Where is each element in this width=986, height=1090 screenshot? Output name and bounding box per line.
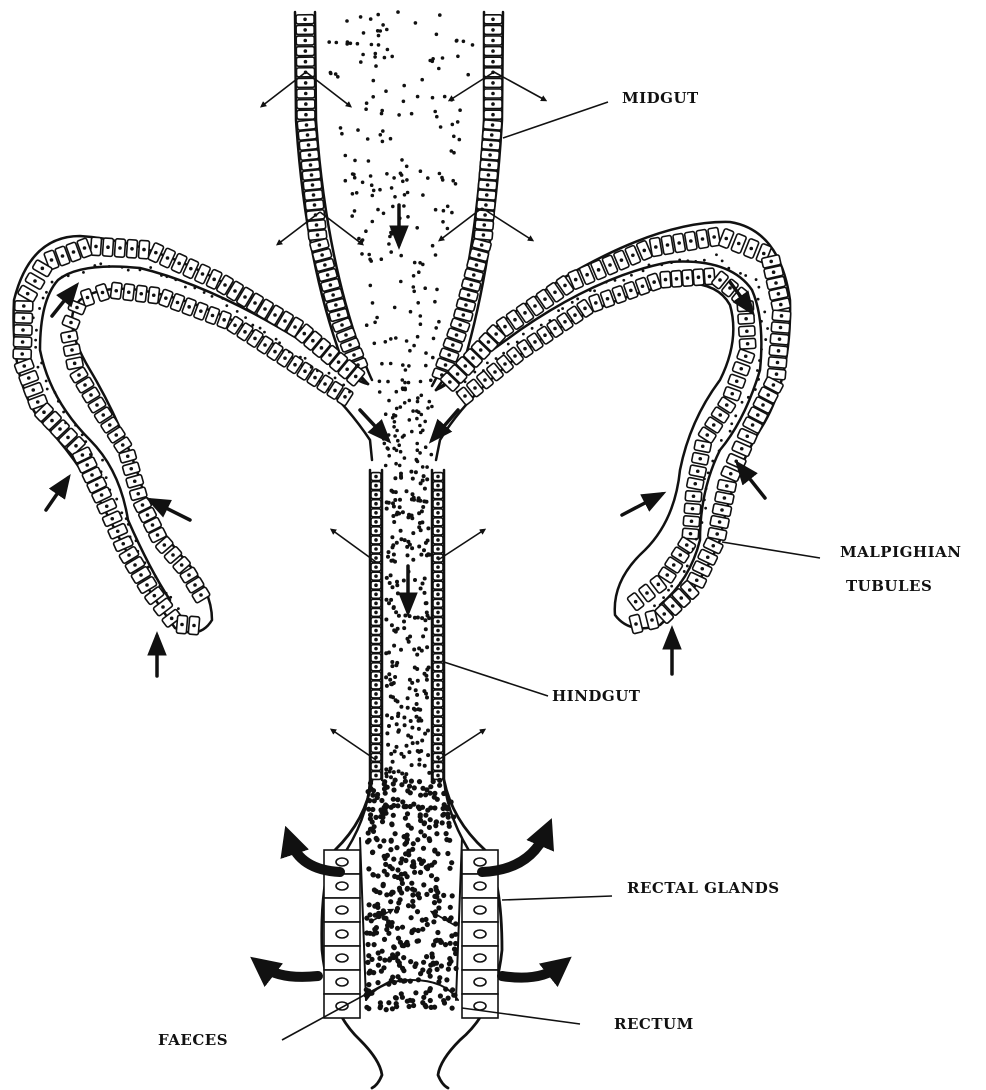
flow-arrow-left-junction <box>360 410 388 440</box>
flow-arrow-right-junction <box>432 410 458 440</box>
midgut <box>295 12 503 390</box>
malpighian-tubule-right <box>436 222 791 634</box>
label-faeces: FAECES <box>158 1028 228 1052</box>
leader-malpighian <box>722 542 820 558</box>
label-rectum: RECTUM <box>614 1012 694 1036</box>
malpighian-tubule-right-epithelium <box>440 227 791 634</box>
midgut-epithelium <box>296 15 502 383</box>
label-malpighian-line1: MALPIGHIAN <box>840 540 961 564</box>
label-rectal-glands: RECTAL GLANDS <box>627 876 780 900</box>
label-malpighian-line2: TUBULES <box>846 574 932 598</box>
label-midgut: MIDGUT <box>622 86 699 110</box>
label-hindgut: HINDGUT <box>552 684 640 708</box>
leader-rectal-glands <box>502 896 612 900</box>
leader-hindgut <box>444 662 548 696</box>
leader-midgut <box>503 102 608 138</box>
